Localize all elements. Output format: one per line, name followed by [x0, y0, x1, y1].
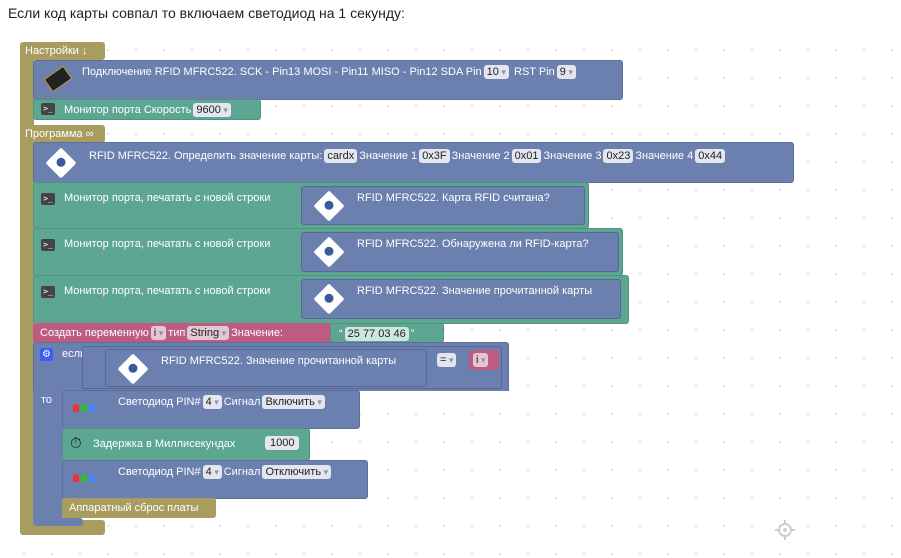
delay-block[interactable]: ⏱ Задержка в Миллисекундах 1000: [62, 428, 310, 461]
pin-dropdown[interactable]: 4: [202, 465, 222, 479]
println-label: Монитор порта, печатать с новой строки: [64, 192, 271, 204]
serial-println-block[interactable]: >_ Монитор порта, печатать с новой строк…: [33, 275, 629, 324]
then-label: то: [41, 394, 53, 406]
rfid-read-check-block[interactable]: RFID MFRC522. Карта RFID считана?: [301, 186, 585, 225]
rfid-card-icon: [45, 147, 77, 179]
if-bottom: [33, 518, 83, 526]
rfid-detected-block[interactable]: RFID MFRC522. Обнаружена ли RFID-карта?: [301, 232, 619, 272]
var-name-dropdown[interactable]: i: [150, 326, 167, 340]
rfid-connect-block[interactable]: Подключение RFID MFRC522. SCK - Pin13 MO…: [33, 60, 623, 100]
operator-dropdown[interactable]: =: [437, 353, 457, 367]
serial-println-block[interactable]: >_ Монитор порта, печатать с новой строк…: [33, 182, 589, 229]
type-label: тип: [168, 327, 186, 339]
heading: Если код карты совпал то включаем светод…: [8, 5, 405, 21]
setup-label: Настройки ↓: [25, 45, 88, 57]
recenter-target-icon[interactable]: [775, 520, 795, 540]
compare-block[interactable]: RFID MFRC522. Значение прочитанной карты…: [82, 346, 502, 389]
loop-label: Программа ∞: [25, 128, 94, 140]
rfid-card-icon: [117, 353, 149, 385]
v2-field[interactable]: 0x01: [511, 149, 542, 163]
open-quote: “: [339, 328, 343, 340]
close-quote: ”: [410, 328, 415, 340]
delay-ms-field[interactable]: 1000: [265, 436, 300, 450]
serial-println-block[interactable]: >_ Монитор порта, печатать с новой строк…: [33, 228, 623, 276]
led-on-block[interactable]: Светодиод PIN#4СигналВключить: [62, 390, 360, 429]
terminal-icon: >_: [41, 286, 55, 298]
timer-icon: ⏱: [70, 435, 82, 452]
rfid-card-icon: [313, 283, 345, 315]
led-label: Светодиод PIN#: [118, 396, 201, 408]
rfid-value-block[interactable]: RFID MFRC522. Значение прочитанной карты: [105, 349, 427, 387]
rfid-card-icon: [313, 236, 345, 268]
frame-left: [20, 55, 34, 535]
setup-bottom: [20, 120, 34, 125]
v2-label: Значение 2: [451, 150, 510, 162]
serial-label: Монитор порта Скорость: [64, 104, 192, 116]
rgb-led-icon: [73, 403, 97, 415]
led-off-block[interactable]: Светодиод PIN#4СигналОтключить: [62, 460, 368, 499]
rst-label: RST Pin: [514, 66, 555, 78]
println-label: Монитор порта, печатать с новой строки: [64, 238, 271, 250]
cond-text: RFID MFRC522. Значение прочитанной карты: [161, 355, 397, 367]
rfid-module-icon: [43, 65, 73, 93]
inner-text: RFID MFRC522. Значение прочитанной карты: [357, 285, 593, 297]
println-label: Монитор порта, печатать с новой строки: [64, 285, 271, 297]
v3-field[interactable]: 0x23: [603, 149, 634, 163]
reset-block[interactable]: Аппаратный сброс платы: [62, 498, 216, 518]
var-dropdown[interactable]: i: [473, 353, 489, 367]
signal-dropdown[interactable]: Отключить: [262, 465, 332, 479]
if-label: если: [62, 348, 87, 360]
v1-label: Значение 1: [359, 150, 418, 162]
pin-dropdown[interactable]: 4: [202, 395, 222, 409]
create-variable-block[interactable]: Создать переменнуюiтипStringЗначение:: [33, 323, 333, 343]
terminal-icon: >_: [41, 103, 55, 115]
reset-label: Аппаратный сброс платы: [69, 502, 199, 514]
v4-label: Значение 4: [635, 150, 694, 162]
terminal-icon: >_: [41, 193, 55, 205]
delay-label: Задержка в Миллисекундах: [93, 438, 236, 450]
create-var-label: Создать переменную: [40, 327, 149, 339]
signal-label: Сигнал: [223, 466, 261, 478]
string-block[interactable]: “25 77 03 46”: [330, 323, 444, 343]
rfid-value-block[interactable]: RFID MFRC522. Значение прочитанной карты: [301, 279, 621, 319]
card-var-field[interactable]: cardx: [324, 149, 358, 163]
string-value-field[interactable]: 25 77 03 46: [344, 327, 409, 341]
setup-hat[interactable]: Настройки ↓: [20, 42, 105, 60]
if-left-column: [33, 390, 63, 525]
v4-field[interactable]: 0x44: [695, 149, 726, 163]
led-label: Светодиод PIN#: [118, 466, 201, 478]
sda-pin-dropdown[interactable]: 10: [483, 65, 509, 79]
value-label: Значение:: [231, 327, 283, 339]
signal-label: Сигнал: [223, 396, 261, 408]
rfid-connect-text: Подключение RFID MFRC522. SCK - Pin13 MO…: [82, 66, 482, 78]
speed-dropdown[interactable]: 9600: [193, 103, 231, 117]
inner-text: RFID MFRC522. Карта RFID считана?: [357, 192, 550, 204]
gear-icon[interactable]: ⚙: [40, 348, 53, 361]
signal-dropdown[interactable]: Включить: [262, 395, 325, 409]
define-card-block[interactable]: RFID MFRC522. Определить значение карты:…: [33, 142, 794, 183]
if-block[interactable]: ⚙ если RFID MFRC522. Значение прочитанно…: [33, 342, 509, 391]
v3-label: Значение 3: [543, 150, 602, 162]
v1-field[interactable]: 0x3F: [419, 149, 450, 163]
rst-pin-dropdown[interactable]: 9: [556, 65, 576, 79]
inner-text: RFID MFRC522. Обнаружена ли RFID-карта?: [357, 238, 589, 250]
define-card-text: RFID MFRC522. Определить значение карты:: [89, 150, 323, 162]
rfid-card-icon: [313, 190, 345, 222]
rgb-led-icon: [73, 473, 97, 485]
terminal-icon: >_: [41, 239, 55, 251]
loop-hat[interactable]: Программа ∞: [20, 125, 105, 143]
type-dropdown[interactable]: String: [187, 326, 230, 340]
variable-block[interactable]: i: [469, 350, 499, 370]
